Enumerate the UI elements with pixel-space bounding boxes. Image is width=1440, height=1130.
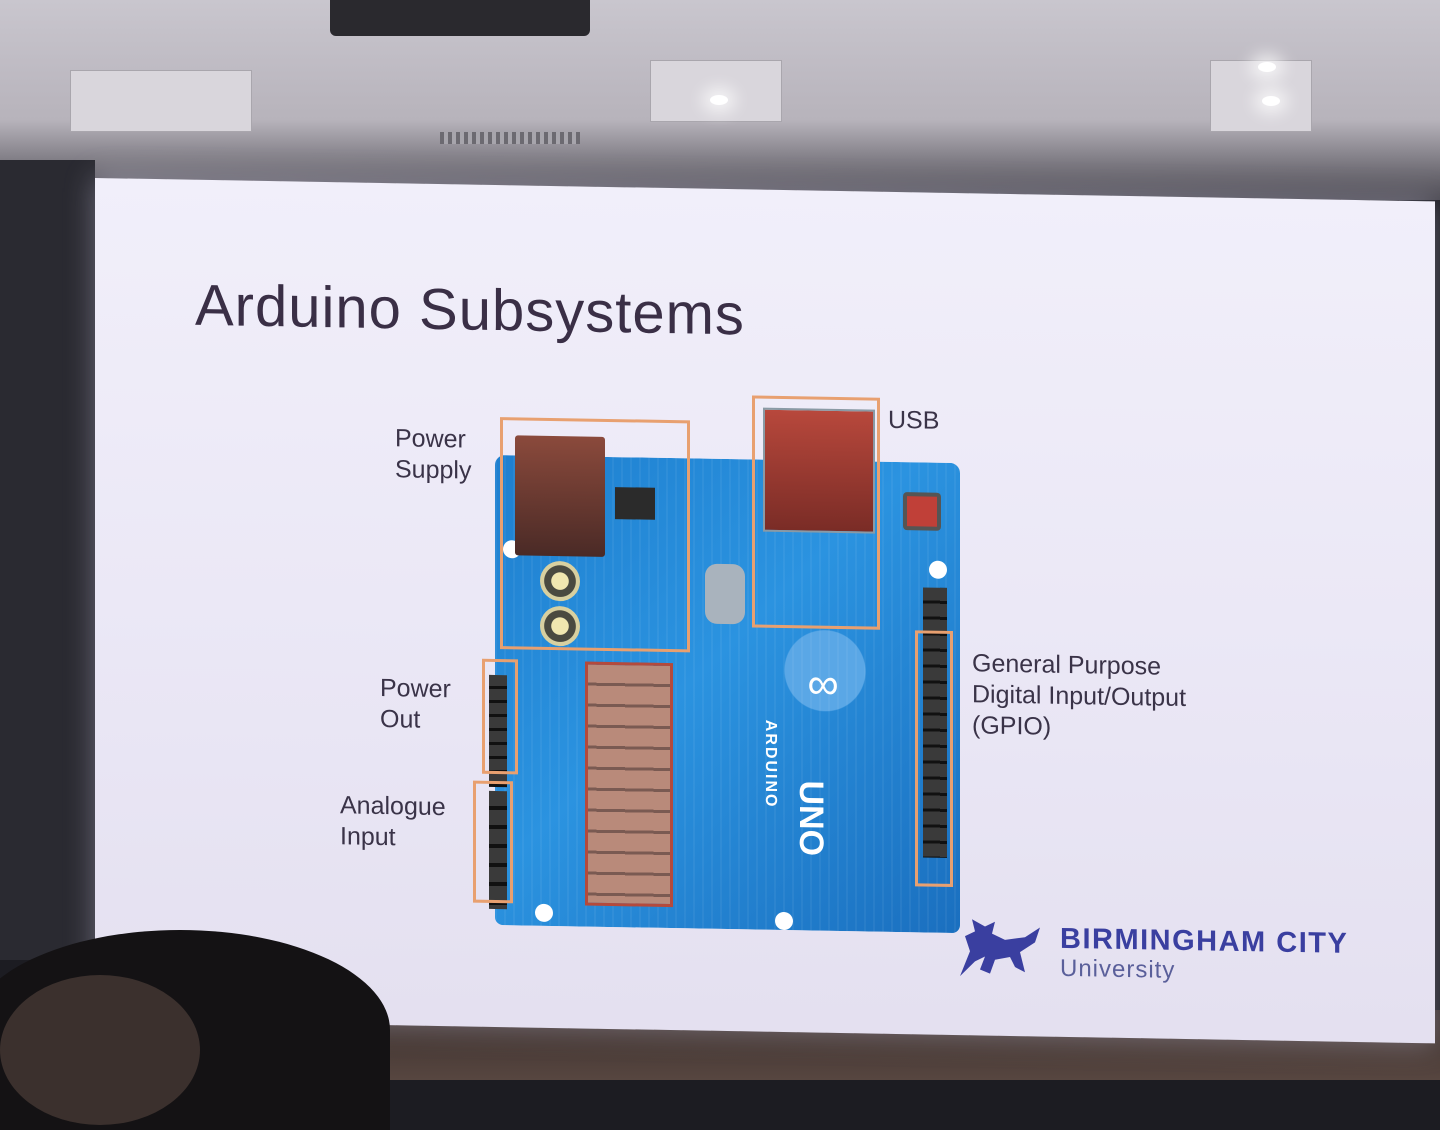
ceiling-light bbox=[710, 95, 728, 105]
callout-line: Out bbox=[380, 704, 421, 734]
reset-button bbox=[903, 492, 941, 531]
mount-hole bbox=[535, 903, 553, 922]
arduino-infinity-logo: ∞ bbox=[807, 659, 839, 709]
callout-line: Digital Input/Output bbox=[972, 680, 1187, 713]
ceiling-tile bbox=[650, 60, 782, 122]
wall bbox=[0, 160, 95, 960]
callout-line: Analogue bbox=[340, 791, 446, 822]
power-supply-label: Power Supply bbox=[395, 423, 471, 486]
microcontroller-chip bbox=[585, 661, 673, 908]
ceiling-vent bbox=[440, 132, 580, 144]
gpio-highlight bbox=[915, 630, 953, 887]
analogue-input-highlight bbox=[473, 780, 513, 904]
power-out-highlight bbox=[482, 658, 518, 775]
lion-crest-icon bbox=[960, 919, 1040, 977]
ceiling-light bbox=[1258, 62, 1276, 72]
ceiling bbox=[0, 0, 1440, 200]
ceiling-tile bbox=[1210, 60, 1312, 132]
crystal-oscillator bbox=[705, 563, 745, 625]
ceiling-light bbox=[1262, 96, 1280, 106]
usb-highlight bbox=[752, 395, 880, 630]
ceiling-tile bbox=[70, 70, 252, 132]
callout-line: Power bbox=[395, 424, 466, 454]
projection-screen: Arduino Subsystems ∞ ARDUINO UNO Power S… bbox=[95, 178, 1435, 1044]
university-logo: BIRMINGHAM CITY University bbox=[950, 911, 1390, 999]
projector bbox=[330, 0, 590, 36]
board-model: UNO bbox=[792, 780, 830, 857]
power-supply-highlight bbox=[500, 417, 690, 653]
university-subtitle: University bbox=[1060, 954, 1176, 984]
board-brand: ARDUINO bbox=[762, 719, 779, 809]
callout-line: Input bbox=[340, 822, 396, 852]
usb-label: USB bbox=[888, 405, 940, 435]
analogue-input-label: Analogue Input bbox=[340, 790, 446, 854]
slide-title: Arduino Subsystems bbox=[195, 272, 745, 348]
audience-head bbox=[0, 975, 200, 1125]
callout-line: (GPIO) bbox=[972, 711, 1052, 741]
callout-line: Supply bbox=[395, 455, 472, 485]
mount-hole bbox=[929, 560, 947, 579]
mount-hole bbox=[775, 911, 793, 931]
callout-line: General Purpose bbox=[972, 649, 1162, 681]
power-out-label: Power Out bbox=[380, 673, 451, 736]
gpio-label: General Purpose Digital Input/Output (GP… bbox=[972, 648, 1186, 745]
callout-line: Power bbox=[380, 673, 451, 704]
